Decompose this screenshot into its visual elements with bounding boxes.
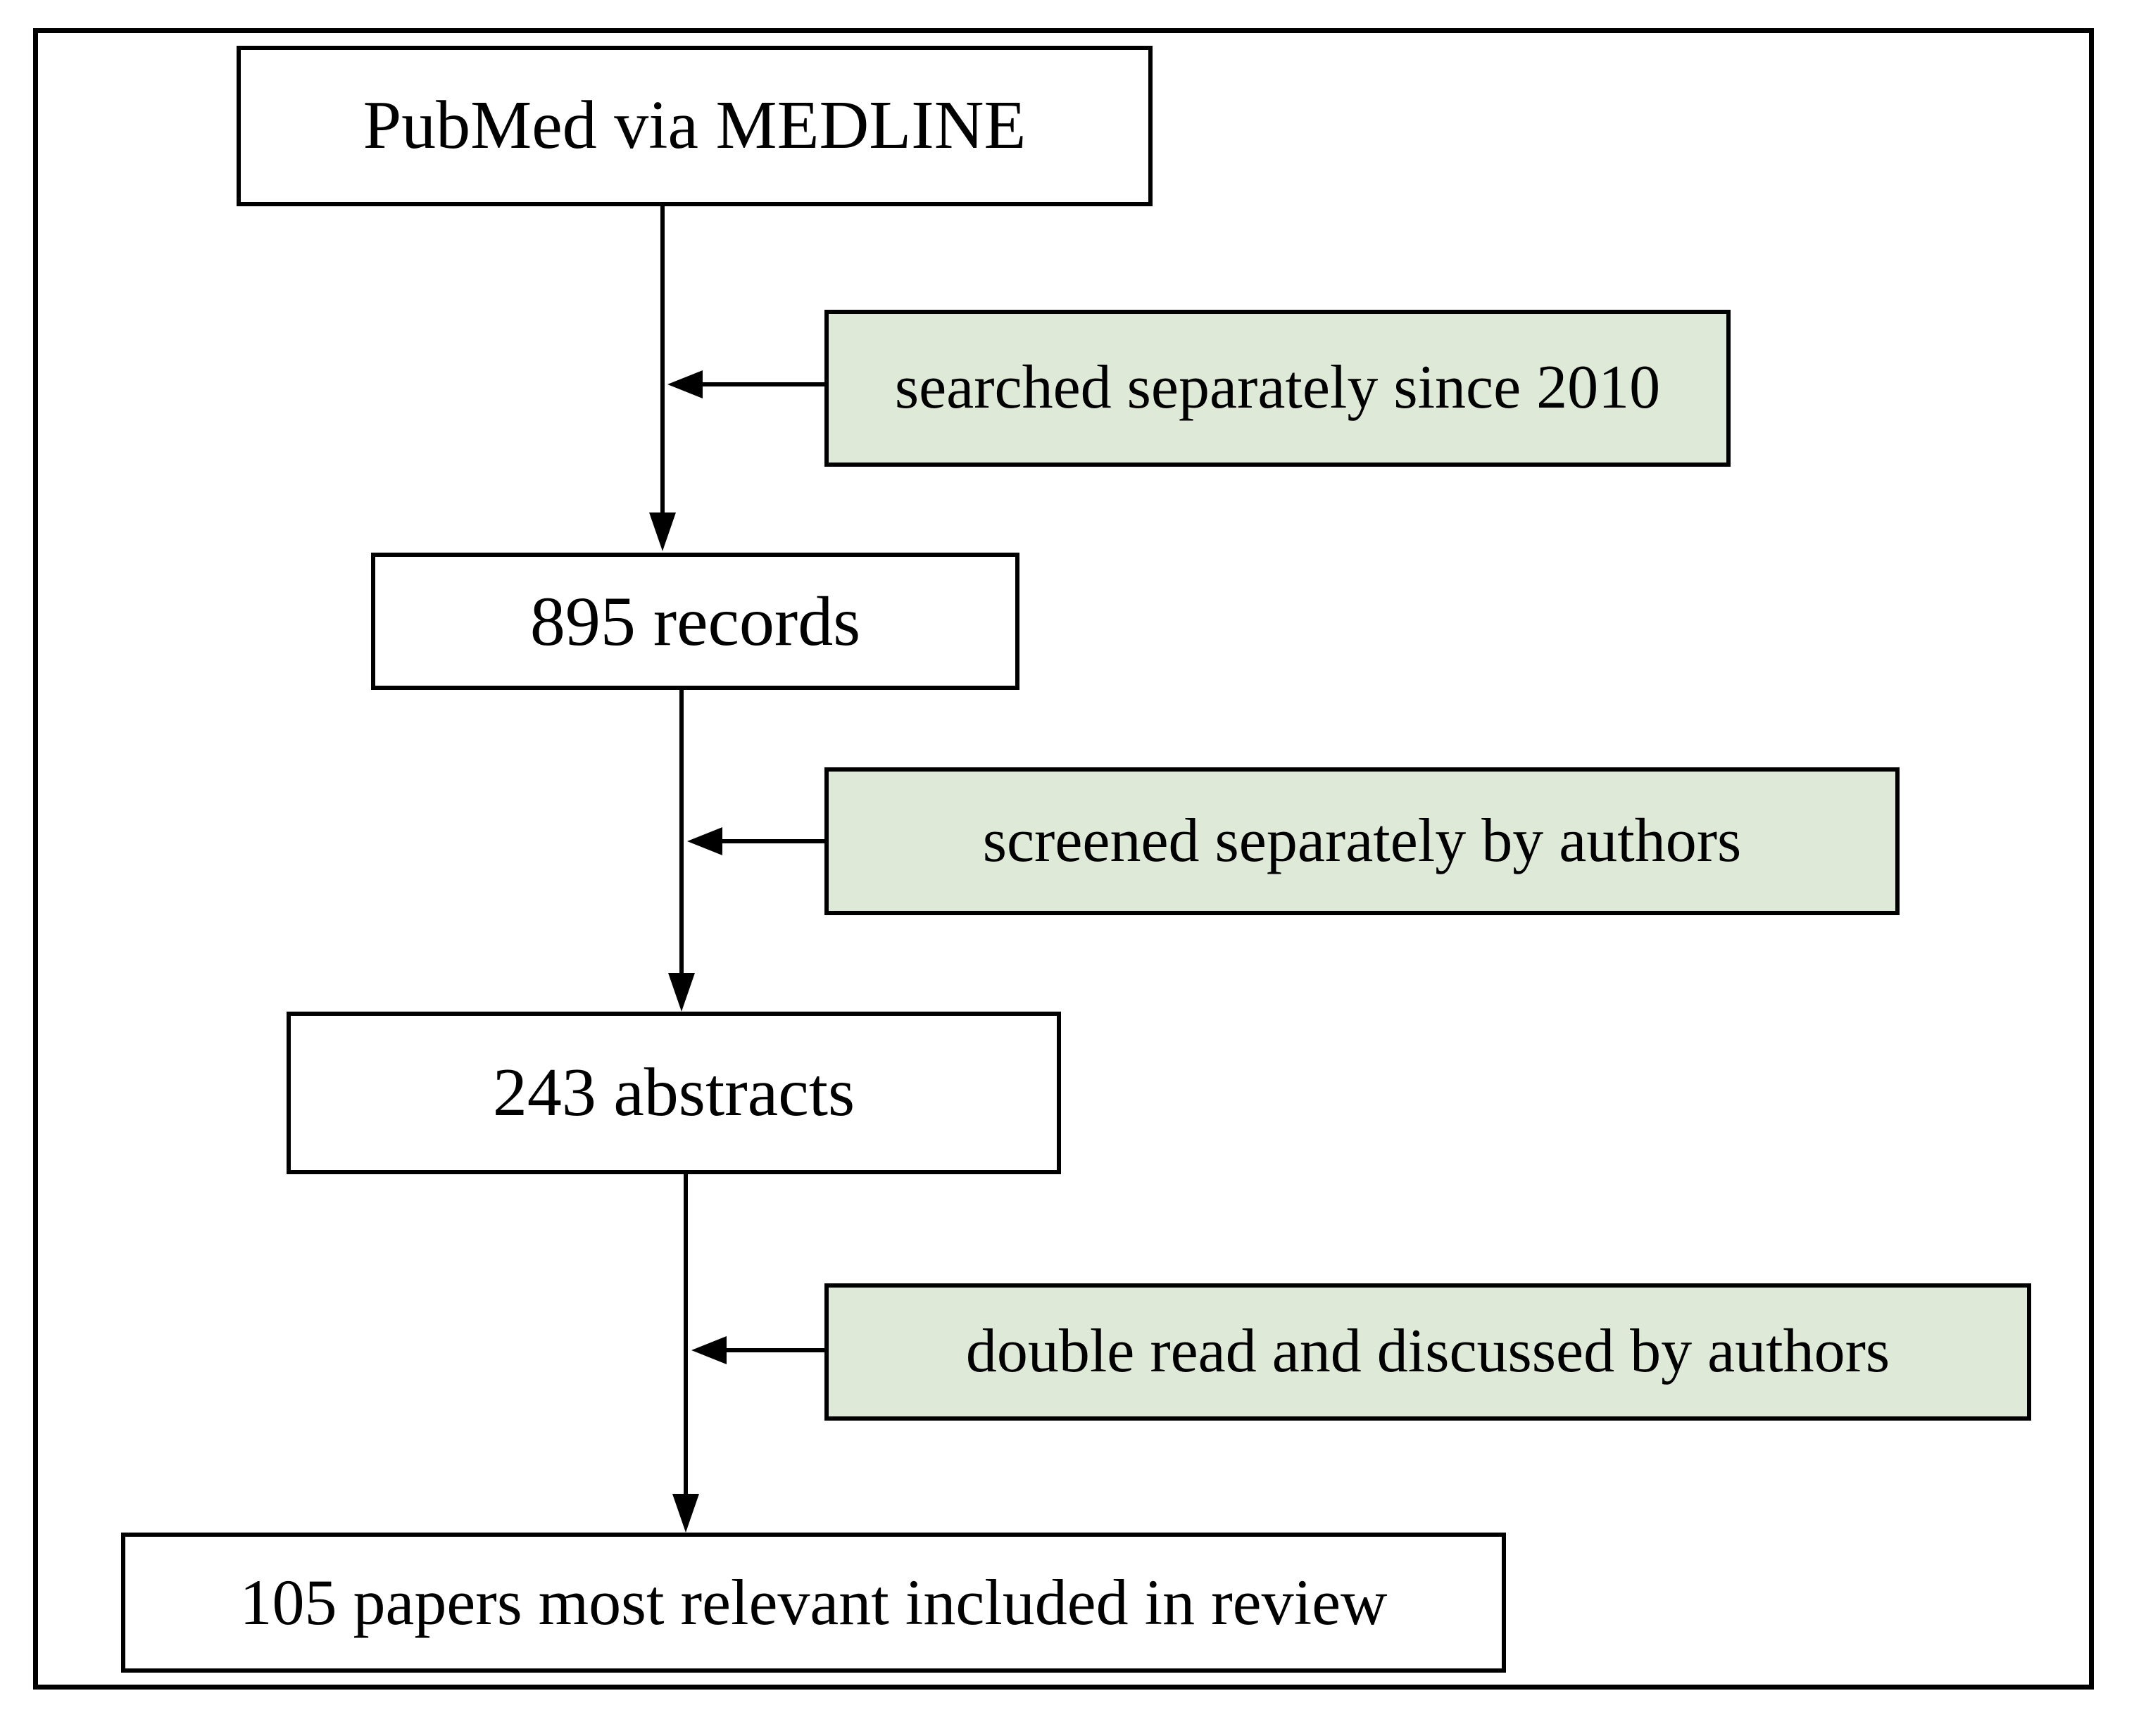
flow-box-included-papers: 105 papers most relevant included in rev… (121, 1533, 1506, 1673)
flow-box-abstracts: 243 abstracts (287, 1012, 1061, 1174)
flow-box-pubmed-source: PubMed via MEDLINE (237, 46, 1153, 206)
flow-box-abstracts-label: 243 abstracts (492, 1054, 855, 1131)
annotation-double-read-label: double read and discussed by authors (965, 1317, 1890, 1386)
annotation-searched-label: searched separately since 2010 (894, 353, 1661, 422)
arrow-screened-annotation-line (721, 839, 824, 843)
arrow-double-read-annotation-line (725, 1348, 824, 1352)
arrowhead-left-icon (691, 1336, 727, 1364)
annotation-box-screened: screened separately by authors (824, 767, 1900, 915)
arrowhead-down-icon (668, 973, 695, 1012)
arrow-pubmed-to-records-line (660, 206, 665, 516)
arrowhead-down-icon (672, 1494, 699, 1533)
annotation-box-double-read: double read and discussed by authors (824, 1283, 2031, 1421)
arrowhead-left-icon (687, 827, 722, 855)
flow-box-records-label: 895 records (529, 581, 861, 660)
flow-box-included-papers-label: 105 papers most relevant included in rev… (239, 1566, 1388, 1638)
arrow-records-to-abstracts-line (679, 690, 684, 974)
diagram-page-border (33, 28, 2094, 1690)
flow-box-pubmed-label: PubMed via MEDLINE (363, 87, 1027, 164)
annotation-screened-label: screened separately by authors (982, 806, 1742, 875)
arrow-abstracts-to-included-line (684, 1174, 688, 1495)
flow-box-records: 895 records (371, 553, 1019, 690)
annotation-box-searched: searched separately since 2010 (824, 310, 1731, 467)
arrowhead-left-icon (667, 370, 703, 398)
arrowhead-down-icon (649, 512, 676, 551)
arrow-searched-annotation-line (701, 382, 824, 386)
